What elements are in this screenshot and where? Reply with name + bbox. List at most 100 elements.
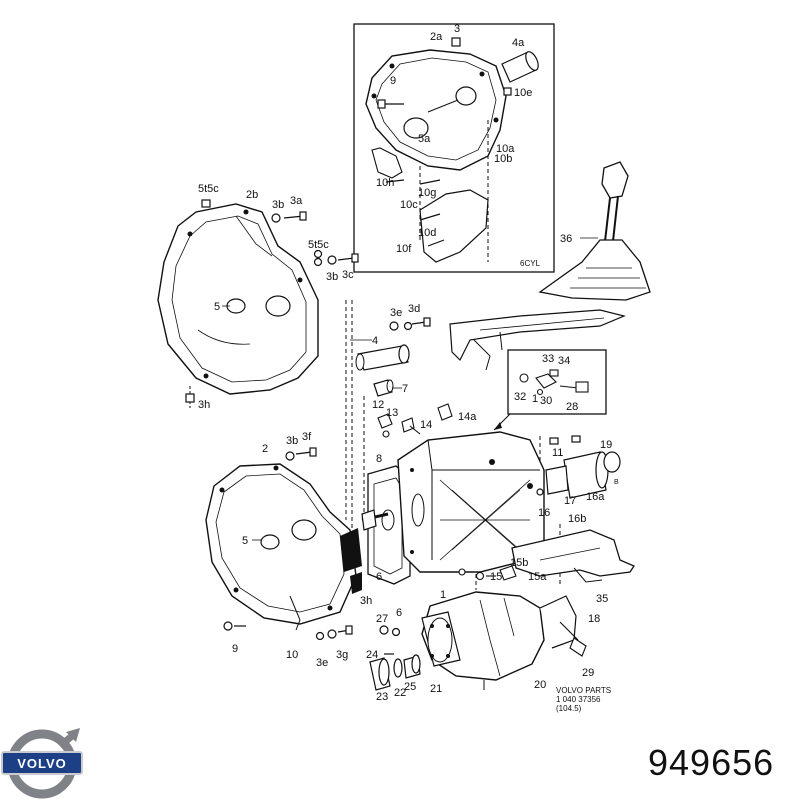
callout-10c: 10c: [400, 199, 418, 211]
callout-8: 8: [376, 453, 382, 465]
callout-15: 15: [490, 571, 502, 583]
callout-21: 21: [430, 683, 442, 695]
logo-text: VOLVO: [17, 756, 67, 771]
inset-frame: [353, 23, 555, 273]
callout-20: 20: [534, 679, 546, 691]
callout-10d: 10d: [418, 227, 436, 239]
callout-5a: 5a: [418, 133, 431, 145]
volvo-logo: VOLVO: [1, 728, 83, 799]
callout-b: B: [614, 479, 619, 486]
callout-5-lower: 5: [242, 535, 248, 547]
callout-14: 14: [420, 419, 432, 431]
gear-lever-36: [449, 161, 651, 371]
callout-33: 33: [542, 353, 554, 365]
callout-17: 17: [564, 495, 576, 507]
part-number: 949656: [648, 742, 775, 783]
callout-30: 30: [540, 395, 552, 407]
callout-27: 27: [376, 613, 388, 625]
bolts-lower-left: [223, 447, 353, 641]
callout-3f: 3f: [302, 431, 312, 443]
callout-10g: 10g: [418, 187, 436, 199]
callout-3a: 3a: [290, 195, 303, 207]
callout-3h-upper: 3h: [198, 399, 210, 411]
logo-arrow: [66, 728, 80, 742]
callout-10f: 10f: [396, 243, 412, 255]
callout-14a: 14a: [458, 411, 477, 423]
callout-22: 22: [394, 687, 406, 699]
callout-12: 12: [372, 399, 384, 411]
callout-11: 11: [552, 447, 563, 459]
callout-3c: 3c: [342, 269, 354, 281]
callout-5-upper: 5: [214, 301, 220, 313]
cover-plate-10: [419, 189, 489, 263]
callout-3b-lower: 3b: [286, 435, 298, 447]
callout-3: 3: [454, 23, 460, 35]
callout-36: 36: [560, 233, 572, 245]
callout-16: 16: [538, 507, 550, 519]
callout-16a: 16a: [586, 491, 605, 503]
inset-label: 6CYL: [520, 259, 541, 268]
callout-3e-upper: 3e: [390, 307, 402, 319]
bellhousing-6cyl: [365, 49, 507, 171]
callout-10h: 10h: [376, 177, 394, 189]
inset-6cyl: 3 2a 4a 9 10e 5a 10a 10b 10h 10g 10c 10d…: [353, 23, 555, 273]
callout-2b: 2b: [246, 189, 258, 201]
callout-4: 4: [372, 335, 378, 347]
callout-34: 34: [558, 355, 570, 367]
callout-10: 10: [286, 649, 298, 661]
bellhousing-2b: [157, 203, 319, 408]
callout-3e-lower: 3e: [316, 657, 328, 669]
callout-13: 13: [386, 407, 398, 419]
sleeve-4a: [501, 51, 539, 83]
callout-1: 1: [440, 589, 446, 601]
callout-3d: 3d: [408, 303, 420, 315]
bellhousing-2: [205, 463, 362, 631]
callout-6b: 6: [396, 607, 402, 619]
logo-bar: [1, 751, 83, 775]
callout-25: 25: [404, 681, 416, 693]
callout-29: 29: [582, 667, 594, 679]
callout-32: 32: [514, 391, 526, 403]
overdrive-unit-20: [421, 591, 577, 690]
sensor-29: [559, 621, 587, 657]
callout-5t5c-2: 5t5c: [308, 239, 329, 251]
seals-22-27: [369, 625, 421, 691]
footnote-line-1: VOLVO PARTS: [556, 686, 611, 695]
crossmember-35: [511, 529, 635, 583]
callout-28: 28: [566, 401, 578, 413]
parts-12-14: [377, 403, 453, 438]
inset-switch-parts: 33 34 32 1 30 28: [507, 349, 607, 415]
footnote-line-3: (104.5): [556, 704, 582, 713]
callout-4a: 4a: [512, 37, 525, 49]
output-flange-group: [536, 435, 621, 499]
callout-23: 23: [376, 691, 388, 703]
callout-3b-upper: 3b: [272, 199, 284, 211]
callout-24: 24: [366, 649, 378, 661]
callout-10a: 10a: [496, 143, 515, 155]
callout-9-inset: 9: [390, 75, 396, 87]
callout-19: 19: [600, 439, 612, 451]
sleeve-4: [355, 344, 410, 371]
footnote-line-2: 1 040 37356: [556, 695, 601, 704]
callout-15a: 15a: [528, 571, 547, 583]
callout-15b: 15b: [510, 557, 528, 569]
callout-18: 18: [588, 613, 600, 625]
bolts-3e-3d: [389, 317, 431, 331]
bolts-upper-left: [185, 199, 359, 403]
callout-2a: 2a: [430, 31, 443, 43]
callout-6: 6: [376, 571, 382, 583]
callout-3h-lower: 3h: [360, 595, 372, 607]
callout-9: 9: [232, 643, 238, 655]
callout-7: 7: [402, 383, 408, 395]
input-shaft: [361, 509, 389, 531]
callout-3g: 3g: [336, 649, 348, 661]
callout-3b-2: 3b: [326, 271, 338, 283]
cover-plate-10h: [371, 147, 403, 179]
callout-10e: 10e: [514, 87, 532, 99]
callout-5t5c: 5t5c: [198, 183, 219, 195]
callout-10b: 10b: [494, 153, 512, 165]
callout-35: 35: [596, 593, 608, 605]
bushing-7: [373, 379, 394, 397]
callout-2: 2: [262, 443, 268, 455]
